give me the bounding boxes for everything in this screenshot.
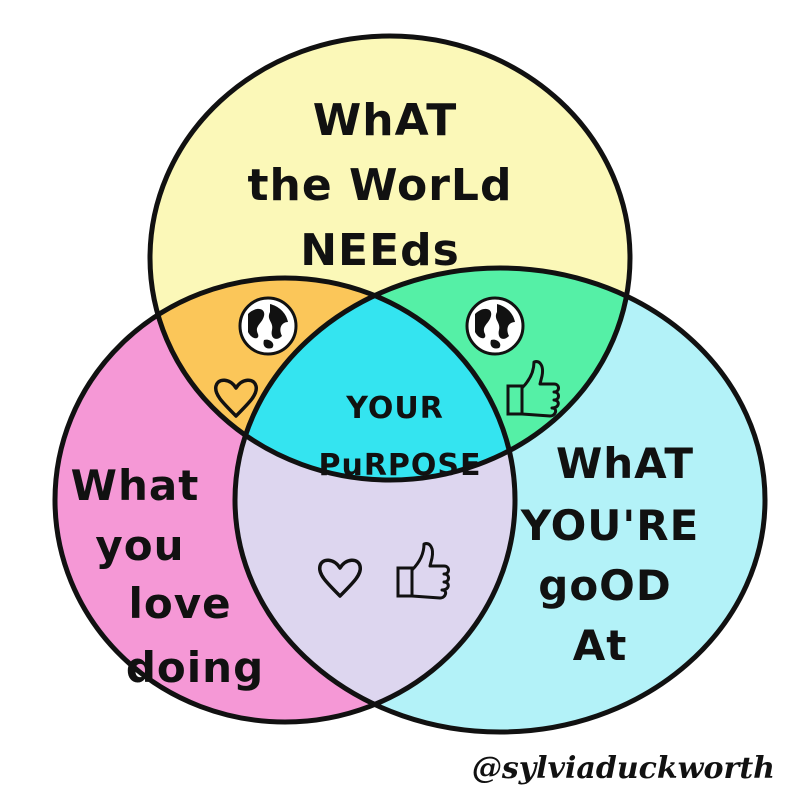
- good-at-line-1: WhAT: [556, 439, 694, 488]
- world-needs-line-3: NEEds: [300, 225, 460, 276]
- love-doing-line-3: love: [128, 579, 231, 628]
- good-at-line-2: YOU'RE: [520, 501, 700, 550]
- outline-good-at: [232, 265, 768, 735]
- good-at-line-4: At: [573, 621, 628, 670]
- globe-icon: [238, 296, 298, 356]
- purpose-line-1: YOUR: [345, 391, 444, 426]
- world-needs-line-1: WhAT: [313, 95, 458, 146]
- overlap-center: [235, 278, 515, 480]
- outline-love-doing: [52, 275, 518, 725]
- love-doing-line-4: doing: [126, 643, 264, 692]
- love-doing-line-1: What: [71, 461, 200, 510]
- world-needs-line-2: the WorLd: [248, 160, 513, 211]
- love-doing-line-2: you: [95, 521, 184, 570]
- globe-icon: [465, 296, 525, 356]
- purpose-line-2: PuRPOSE: [318, 448, 481, 483]
- good-at-line-3: goOD: [538, 561, 672, 610]
- outline-world-needs: [147, 33, 633, 483]
- signature: @sylviaduckworth: [472, 751, 775, 786]
